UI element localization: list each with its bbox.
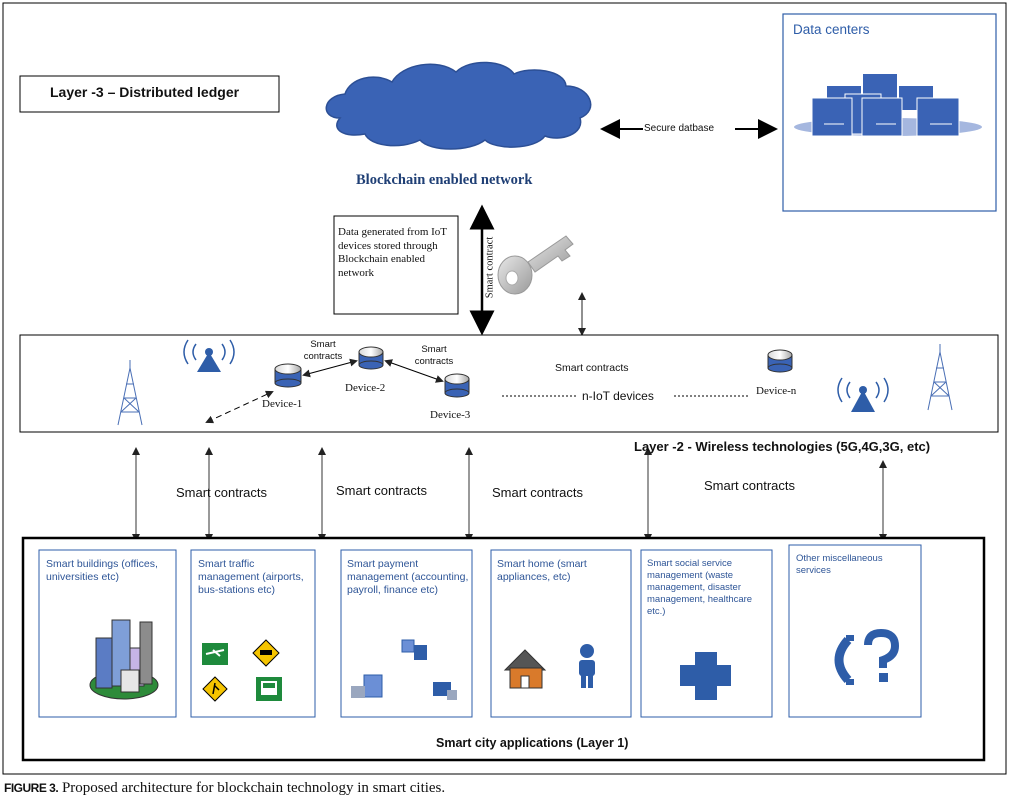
inter-layer-label-4: Smart contracts — [704, 478, 796, 493]
app-box-home — [490, 549, 632, 718]
wireless-antenna-icon-right — [837, 377, 889, 412]
device-1-2-link — [302, 358, 358, 378]
data-centers-label: Data centers — [793, 22, 870, 37]
bus-sign-icon — [256, 677, 282, 701]
iot-note-text: Data generated from IoT devices stored t… — [338, 226, 447, 279]
cell-tower-icon-right — [927, 344, 953, 411]
pedestrian-warning-sign-icon — [202, 676, 228, 702]
smart-contract-vertical-label: Smart contract — [484, 236, 496, 299]
house-icon — [503, 649, 547, 689]
app-label-home: Smart home (smart appliances, etc) — [497, 558, 587, 583]
person-icon — [579, 644, 595, 688]
inter-layer-label-3: Smart contracts — [492, 485, 584, 500]
inter-layer-label-2: Smart contracts — [336, 483, 428, 498]
inter-layer-label-1: Smart contracts — [176, 485, 268, 500]
key-icon — [497, 235, 574, 295]
app-label-social: Smart social service management (waste m… — [647, 558, 753, 617]
wireless-antenna-icon — [183, 339, 235, 372]
cell-tower-icon — [117, 360, 143, 426]
car-warning-sign-icon — [252, 639, 280, 667]
layer3-label: Layer -3 – Distributed ledger — [50, 84, 240, 100]
layer2-box — [19, 334, 999, 433]
calculator-icon — [351, 674, 383, 698]
figure-caption: FIGURE 3. Proposed architecture for bloc… — [4, 780, 445, 797]
healthcare-cross-icon — [680, 652, 731, 700]
n-iot-label-bg — [578, 387, 674, 405]
phone-question-icon — [834, 628, 900, 685]
device-3-icon — [444, 373, 470, 398]
layer2-label: Layer -2 - Wireless technologies (5G,4G,… — [634, 439, 931, 454]
app-box-misc — [788, 544, 922, 718]
smart-contracts-label-a: Smart contracts — [303, 339, 343, 362]
app-label-traffic: Smart traffic management (airports, bus-… — [198, 558, 304, 596]
data-center-servers-icon — [794, 74, 982, 137]
secure-database-label-bg — [643, 121, 735, 137]
secure-database-label: Secure datbase — [644, 123, 715, 134]
payment-gift-icon — [401, 639, 427, 660]
cloud-icon — [325, 61, 592, 150]
iot-note-box — [333, 215, 459, 315]
figure-caption-text: Proposed architecture for blockchain tec… — [61, 780, 446, 796]
device-1-icon — [274, 363, 302, 388]
device-n-icon — [767, 349, 793, 373]
smart-contracts-label-c: Smart contracts — [555, 362, 629, 374]
figure-caption-label: FIGURE 3. — [4, 781, 59, 795]
device-2-label: Device-2 — [345, 382, 386, 394]
receipt-icon — [433, 682, 457, 700]
antenna-device-dashed-link — [205, 390, 274, 424]
buildings-icon — [89, 619, 159, 700]
device-3-label: Device-3 — [430, 409, 471, 421]
device-2-icon — [358, 346, 384, 370]
network-label: Blockchain enabled network — [356, 172, 533, 188]
app-label-payment: Smart payment management (accounting, pa… — [347, 558, 469, 596]
app-label-misc: Other miscellaneous services — [796, 553, 883, 576]
device-n-label: Device-n — [756, 385, 797, 397]
app-label-buildings: Smart buildings (offices, universities e… — [46, 558, 158, 583]
smart-contracts-label-b: Smart contracts — [414, 344, 454, 367]
inter-layer-arrows — [132, 447, 887, 542]
n-iot-devices-label: n-IoT devices — [582, 389, 654, 403]
layer3-label-box — [19, 75, 280, 113]
figure-frame — [2, 2, 1007, 775]
layer1-label: Smart city applications (Layer 1) — [436, 736, 629, 750]
airport-sign-icon — [202, 643, 228, 665]
device-1-label: Device-1 — [262, 398, 303, 410]
device-2-3-link — [384, 359, 444, 383]
